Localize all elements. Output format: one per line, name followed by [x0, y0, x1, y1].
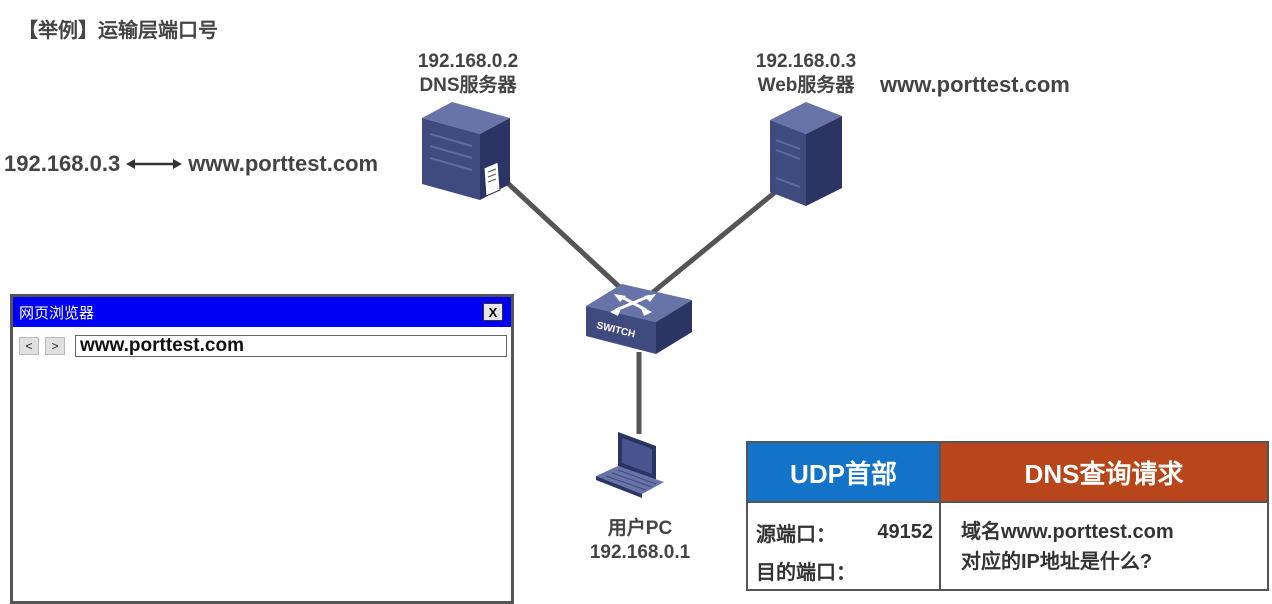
dst-port-row: 目的端口： — [756, 551, 933, 589]
dns-query-content: 域名www.porttest.com 对应的IP地址是什么? — [941, 501, 1267, 589]
mapping-domain: www.porttest.com — [188, 151, 379, 176]
browser-window: 网页浏览器 X < > www.porttest.com — [10, 294, 514, 604]
dns-mapping-record: 192.168.0.3 www.porttest.com — [4, 151, 378, 177]
laptop-icon — [596, 432, 664, 498]
page-title: 【举例】运输层端口号 — [18, 20, 218, 42]
dst-port-label: 目的端口： — [756, 561, 856, 584]
web-server-label: 192.168.0.3 Web服务器 — [726, 50, 886, 98]
user-pc-ip: 192.168.0.1 — [589, 542, 691, 563]
browser-titlebar[interactable]: 网页浏览器 X — [13, 297, 511, 327]
udp-header-fields: 源端口： 49152 目的端口： — [748, 501, 941, 589]
close-button[interactable]: X — [483, 303, 503, 321]
dns-server-name: DNS服务器 — [419, 75, 517, 96]
web-server-domain: www.porttest.com — [880, 72, 1070, 97]
packet-structure: UDP首部 DNS查询请求 源端口： 49152 目的端口： 域名www.por… — [746, 441, 1269, 591]
query-line-2: 对应的IP地址是什么? — [961, 551, 1153, 573]
src-port-label: 源端口： — [756, 523, 836, 546]
url-input[interactable]: www.porttest.com — [75, 335, 507, 357]
mapping-ip: 192.168.0.3 — [4, 151, 121, 176]
browser-navbar: < > www.porttest.com — [13, 327, 511, 357]
web-server-ip: 192.168.0.3 — [755, 51, 857, 72]
user-pc-name: 用户PC — [607, 518, 673, 539]
web-server-icon — [770, 102, 842, 206]
dns-server-ip: 192.168.0.2 — [417, 51, 519, 72]
forward-button[interactable]: > — [45, 337, 65, 355]
web-server-name: Web服务器 — [757, 75, 855, 96]
dns-server-label: 192.168.0.2 DNS服务器 — [388, 50, 548, 98]
bidirectional-arrow-icon — [126, 151, 183, 177]
link-dns-switch — [498, 174, 628, 295]
dns-server-icon — [422, 102, 510, 200]
user-pc-label: 用户PC 192.168.0.1 — [560, 517, 720, 565]
link-web-switch — [650, 178, 792, 295]
udp-header-cell: UDP首部 — [748, 443, 941, 501]
browser-title: 网页浏览器 — [19, 304, 95, 322]
src-port-row: 源端口： 49152 — [756, 513, 933, 551]
dns-query-header-cell: DNS查询请求 — [941, 443, 1267, 501]
switch-icon: SWITCH — [586, 284, 692, 354]
back-button[interactable]: < — [19, 337, 39, 355]
query-line-1: 域名www.porttest.com — [961, 521, 1174, 543]
src-port-value: 49152 — [877, 520, 933, 543]
